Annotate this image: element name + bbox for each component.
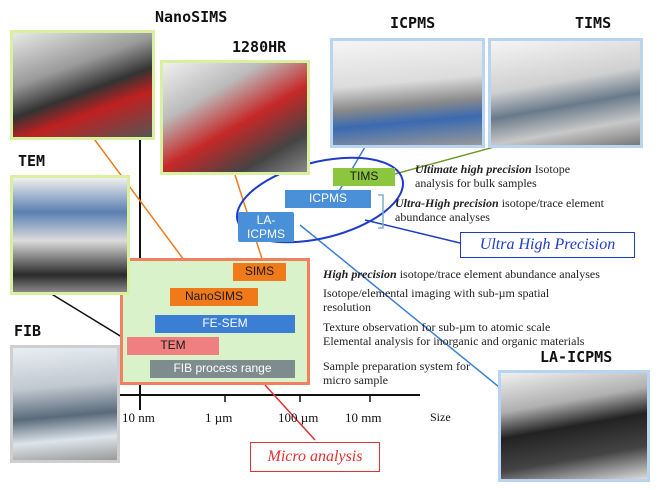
laicpms-photo bbox=[498, 370, 650, 482]
nanosims-photo bbox=[10, 30, 155, 140]
ultra-precision-ellipse bbox=[236, 156, 404, 244]
icp-desc-rest1: isotope/trace element bbox=[498, 196, 604, 210]
fib-desc-1: Sample preparation system for bbox=[323, 359, 470, 373]
tims-desc-rest2: analysis for bulk samples bbox=[415, 176, 537, 191]
connector-laicpms bbox=[299, 224, 516, 401]
nanosims-bar: NanoSIMS bbox=[170, 288, 258, 306]
sims-desc-bold: High precision bbox=[323, 267, 397, 281]
1280hr-label: 1280HR bbox=[232, 38, 287, 56]
tick-10nm: 10 nm bbox=[122, 410, 155, 425]
laicpms-label: LA-ICPMS bbox=[540, 348, 613, 366]
icp-desc-rest2: abundance analyses bbox=[395, 210, 490, 225]
fesem-bar: FE-SEM bbox=[155, 315, 295, 333]
tims-desc-rest1: Isotope bbox=[531, 162, 571, 176]
nano-desc-2: resolution bbox=[323, 300, 371, 315]
la-icpms-bar: LA- ICPMS bbox=[238, 212, 294, 242]
icpms-bar: ICPMS bbox=[285, 190, 371, 208]
tims-bar: TIMS bbox=[333, 168, 395, 186]
fib-photo bbox=[10, 345, 120, 463]
icpms-label: ICPMS bbox=[390, 14, 436, 32]
tem-photo bbox=[10, 175, 130, 295]
sem-desc-1: Texture observation for sub-µm to atomic… bbox=[323, 320, 551, 334]
icpms-photo bbox=[330, 38, 485, 148]
la-icpms-line1: LA- bbox=[256, 213, 276, 227]
1280hr-photo bbox=[160, 60, 310, 175]
nanosims-label: NanoSIMS bbox=[155, 8, 228, 26]
bracket-icpms bbox=[378, 194, 384, 229]
tims-label: TIMS bbox=[575, 14, 612, 32]
icpms-description: Ultra-High precision isotope/trace eleme… bbox=[395, 196, 655, 225]
sims-description: High precision isotope/trace element abu… bbox=[323, 267, 658, 281]
connector-ultra bbox=[364, 219, 461, 244]
connector-micro bbox=[264, 384, 316, 441]
tick-10mm: 10 mm bbox=[345, 410, 382, 425]
icp-desc-bold: Ultra-High precision bbox=[395, 196, 499, 210]
tick-100um: 100 µm bbox=[278, 410, 319, 425]
nanosims-description: Isotope/elemental imaging with sub-µm sp… bbox=[323, 286, 643, 315]
fib-bar: FIB process range bbox=[150, 360, 295, 378]
tick-1um: 1 µm bbox=[205, 410, 233, 425]
fib-label: FIB bbox=[14, 322, 42, 340]
tims-description: Ultimate high precision Isotope analysis… bbox=[415, 162, 650, 191]
tims-desc-bold: Ultimate high precision bbox=[415, 162, 532, 176]
micro-analysis-callout: Micro analysis bbox=[250, 442, 380, 472]
tem-label: TEM bbox=[18, 152, 46, 170]
la-icpms-line2: ICPMS bbox=[246, 226, 285, 241]
tims-photo bbox=[488, 38, 643, 148]
sem-desc-2: Elemental analysis for inorganic and org… bbox=[323, 334, 585, 349]
x-axis-label: Size bbox=[430, 410, 451, 424]
fib-description: Sample preparation system for micro samp… bbox=[323, 359, 523, 388]
sem-description: Texture observation for sub-µm to atomic… bbox=[323, 320, 658, 349]
nano-desc-1: Isotope/elemental imaging with sub-µm sp… bbox=[323, 286, 550, 300]
sims-desc-rest: isotope/trace element abundance analyses bbox=[396, 267, 600, 281]
ultra-high-precision-callout: Ultra High Precision bbox=[460, 232, 635, 258]
fib-desc-2: micro sample bbox=[323, 373, 388, 388]
sims-bar: SIMS bbox=[233, 263, 286, 281]
tem-bar: TEM bbox=[127, 337, 219, 355]
